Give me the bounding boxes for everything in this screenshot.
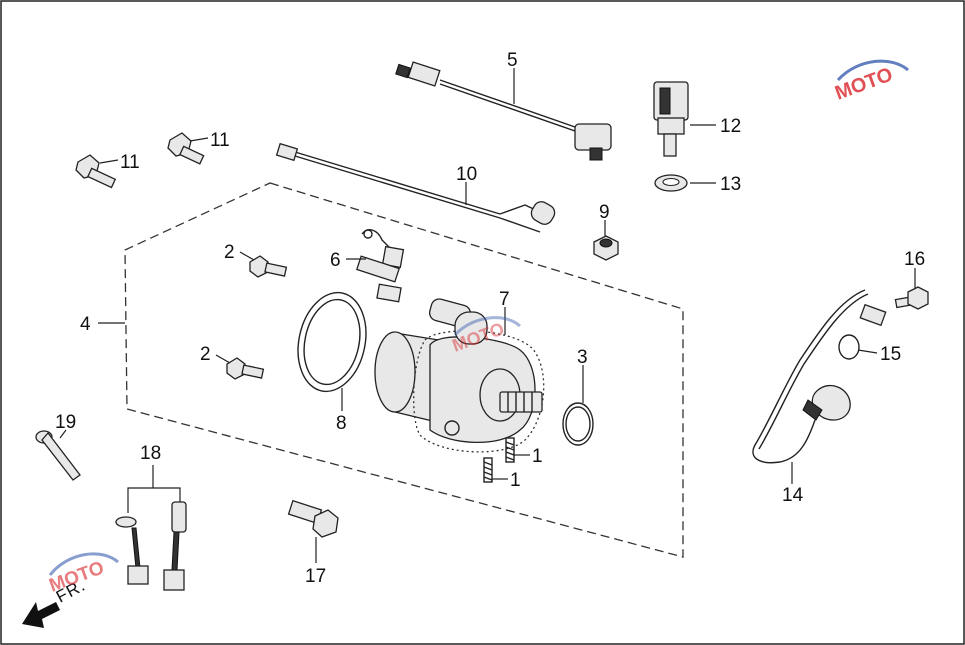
callout-10: 10 [456,164,477,185]
callout-1-a: 1 [532,446,543,467]
part-1-spring-a [505,437,515,463]
callout-4: 4 [80,314,91,335]
part-8-gasket [297,291,367,393]
part-5-sensor-cable [395,61,612,161]
callouts: 5 10 11 11 12 13 9 2 2 6 4 7 8 3 1 1 19 … [55,50,925,587]
front-arrow-icon [22,602,60,628]
callout-2-b: 2 [200,344,211,365]
part-15-o-ring [838,334,860,360]
part-3-o-ring [562,402,594,446]
part-16-bolt [894,286,929,310]
callout-3: 3 [577,347,588,368]
callout-17: 17 [305,566,326,587]
part-7-starter-motor [374,298,545,453]
callout-6: 6 [330,250,341,271]
part-2-bolt-a [249,255,288,278]
part-18-brushes [115,465,187,591]
part-2-bolt-b [226,357,265,380]
leader-lines [59,68,916,563]
callout-14: 14 [782,485,804,506]
part-1-spring-b [483,457,493,483]
part-13-washer [654,174,688,192]
callout-19: 19 [55,412,76,433]
callout-18: 18 [140,443,161,464]
callout-12: 12 [720,116,741,137]
watermark-text: MOTO [832,64,896,105]
callout-1-b: 1 [510,470,521,491]
part-19-pin [35,430,81,481]
callout-11-a: 11 [120,152,140,173]
watermark-logo-top-right: MOTO [832,59,909,105]
part-14-wiring-harness [752,289,887,464]
part-12-temperature-sensor [653,81,689,157]
callout-8: 8 [336,413,347,434]
part-11-bolt-a [75,154,117,189]
part-9-nut [593,235,619,261]
starter-assembly-boundary [124,182,684,558]
part-11-bolt-b [167,132,205,165]
callout-7: 7 [499,289,510,310]
callout-5: 5 [507,50,518,71]
callout-2-a: 2 [224,242,235,263]
callout-15: 15 [880,344,901,365]
part-6-brush-holder [355,229,405,303]
callout-9: 9 [599,202,610,223]
callout-11-b: 11 [210,130,230,151]
callout-16: 16 [904,249,925,270]
part-17-bolt [287,499,339,538]
callout-13: 13 [720,174,741,195]
part-10-cable [275,142,556,233]
